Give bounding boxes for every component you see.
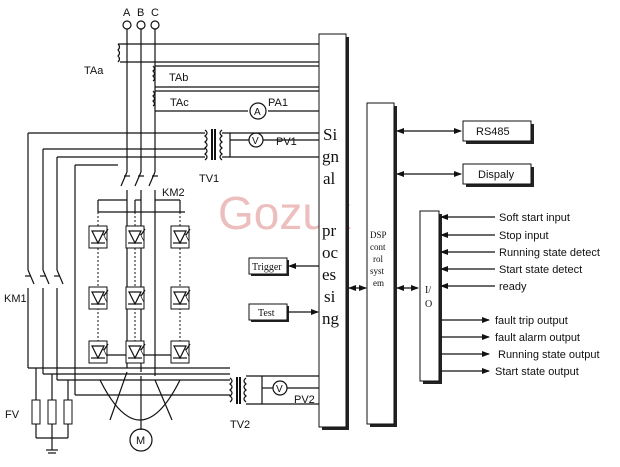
- signal-processing-line: gn: [322, 147, 340, 166]
- test-label: Test: [258, 308, 275, 319]
- motor-label: M: [136, 435, 145, 447]
- thyristor-icon: [170, 340, 190, 364]
- display-label: Dispaly: [478, 169, 515, 181]
- km1-label: KM1: [4, 293, 27, 305]
- thyristor-icon: [170, 225, 190, 249]
- phase-a-label: A: [123, 7, 131, 19]
- signal-processing-line: oc: [322, 243, 339, 262]
- thyristor-icon: [125, 286, 145, 310]
- signal-processing-block: [318, 33, 347, 428]
- ammeter-symbol: A: [254, 107, 261, 118]
- phase-b-label: B: [137, 7, 144, 19]
- dsp-control-block: [366, 102, 395, 425]
- io-input-label: Running state detect: [499, 247, 600, 259]
- thyristor-icon: [88, 225, 108, 249]
- io-output-label: fault alarm output: [495, 332, 580, 344]
- ct-a-icon: [117, 43, 320, 63]
- io-output-label: Running state output: [498, 349, 600, 361]
- surge-arrester-icon: [47, 399, 57, 425]
- thyristor-bridge: [88, 199, 191, 364]
- io-output-label: fault trip output: [495, 315, 568, 327]
- terminal-c-icon: [150, 20, 160, 30]
- signal-processing-line: pr: [322, 221, 337, 240]
- thyristor-icon: [170, 286, 190, 310]
- ammeter-label: PA1: [268, 97, 288, 109]
- trigger-label: Trigger: [252, 262, 282, 273]
- ct-b-label: TAb: [169, 72, 188, 84]
- terminal-b-icon: [136, 20, 146, 30]
- io-output-label: Start state output: [495, 366, 579, 378]
- ct-c-label: TAc: [170, 97, 189, 109]
- voltmeter-1-symbol: V: [252, 136, 259, 147]
- surge-arrester-icon: [63, 399, 73, 425]
- rs485-label: RS485: [476, 126, 510, 138]
- tv2-label: TV2: [230, 419, 250, 431]
- signal-processing-line: ng: [322, 309, 340, 328]
- ct-a-label: TAa: [84, 65, 104, 77]
- signal-processing-line: al: [323, 169, 336, 188]
- io-input-label: ready: [499, 281, 527, 293]
- km2-label: KM2: [162, 187, 185, 199]
- km2-contactor-icon: [120, 171, 158, 187]
- io-block: [419, 210, 440, 382]
- voltmeter-2-label: PV2: [294, 394, 315, 406]
- transformer-tv1-icon: [204, 129, 223, 161]
- dsp-line: em: [373, 278, 384, 288]
- tv1-label: TV1: [199, 173, 219, 185]
- ct-c-icon: [152, 90, 320, 112]
- signal-processing-line: si: [324, 287, 336, 306]
- thyristor-icon: [125, 340, 145, 364]
- surge-arrester-icon: [31, 399, 41, 425]
- terminal-a-icon: [122, 20, 132, 30]
- rs485-block: [462, 120, 532, 142]
- dsp-line: rol: [373, 254, 383, 264]
- dsp-line: cont: [370, 242, 386, 252]
- motor-icon: [129, 428, 153, 452]
- dsp-line: syst: [370, 266, 385, 276]
- io-input-label: Soft start input: [499, 212, 570, 224]
- io-input-label: Start state detect: [499, 264, 582, 276]
- signal-processing-line: es: [322, 265, 336, 284]
- thyristor-icon: [125, 225, 145, 249]
- thyristor-icon: [88, 286, 108, 310]
- io-line: O: [425, 299, 432, 310]
- phase-c-label: C: [151, 7, 159, 19]
- km1-contactor-icon: [25, 269, 64, 285]
- fv-label: FV: [5, 409, 20, 421]
- signal-processing-line: Si: [323, 125, 337, 144]
- io-line: I/: [425, 285, 431, 296]
- trigger-block: [248, 257, 288, 275]
- ammeter-icon: [249, 102, 267, 120]
- dsp-line: DSP: [370, 230, 387, 240]
- io-input-label: Stop input: [499, 230, 549, 242]
- thyristor-icon: [88, 340, 108, 364]
- transformer-tv2-icon: [229, 377, 247, 404]
- ct-b-icon: [152, 65, 320, 88]
- voltmeter-1-label: PV1: [276, 136, 297, 148]
- display-block: [462, 163, 532, 185]
- voltmeter-2-symbol: V: [276, 384, 283, 395]
